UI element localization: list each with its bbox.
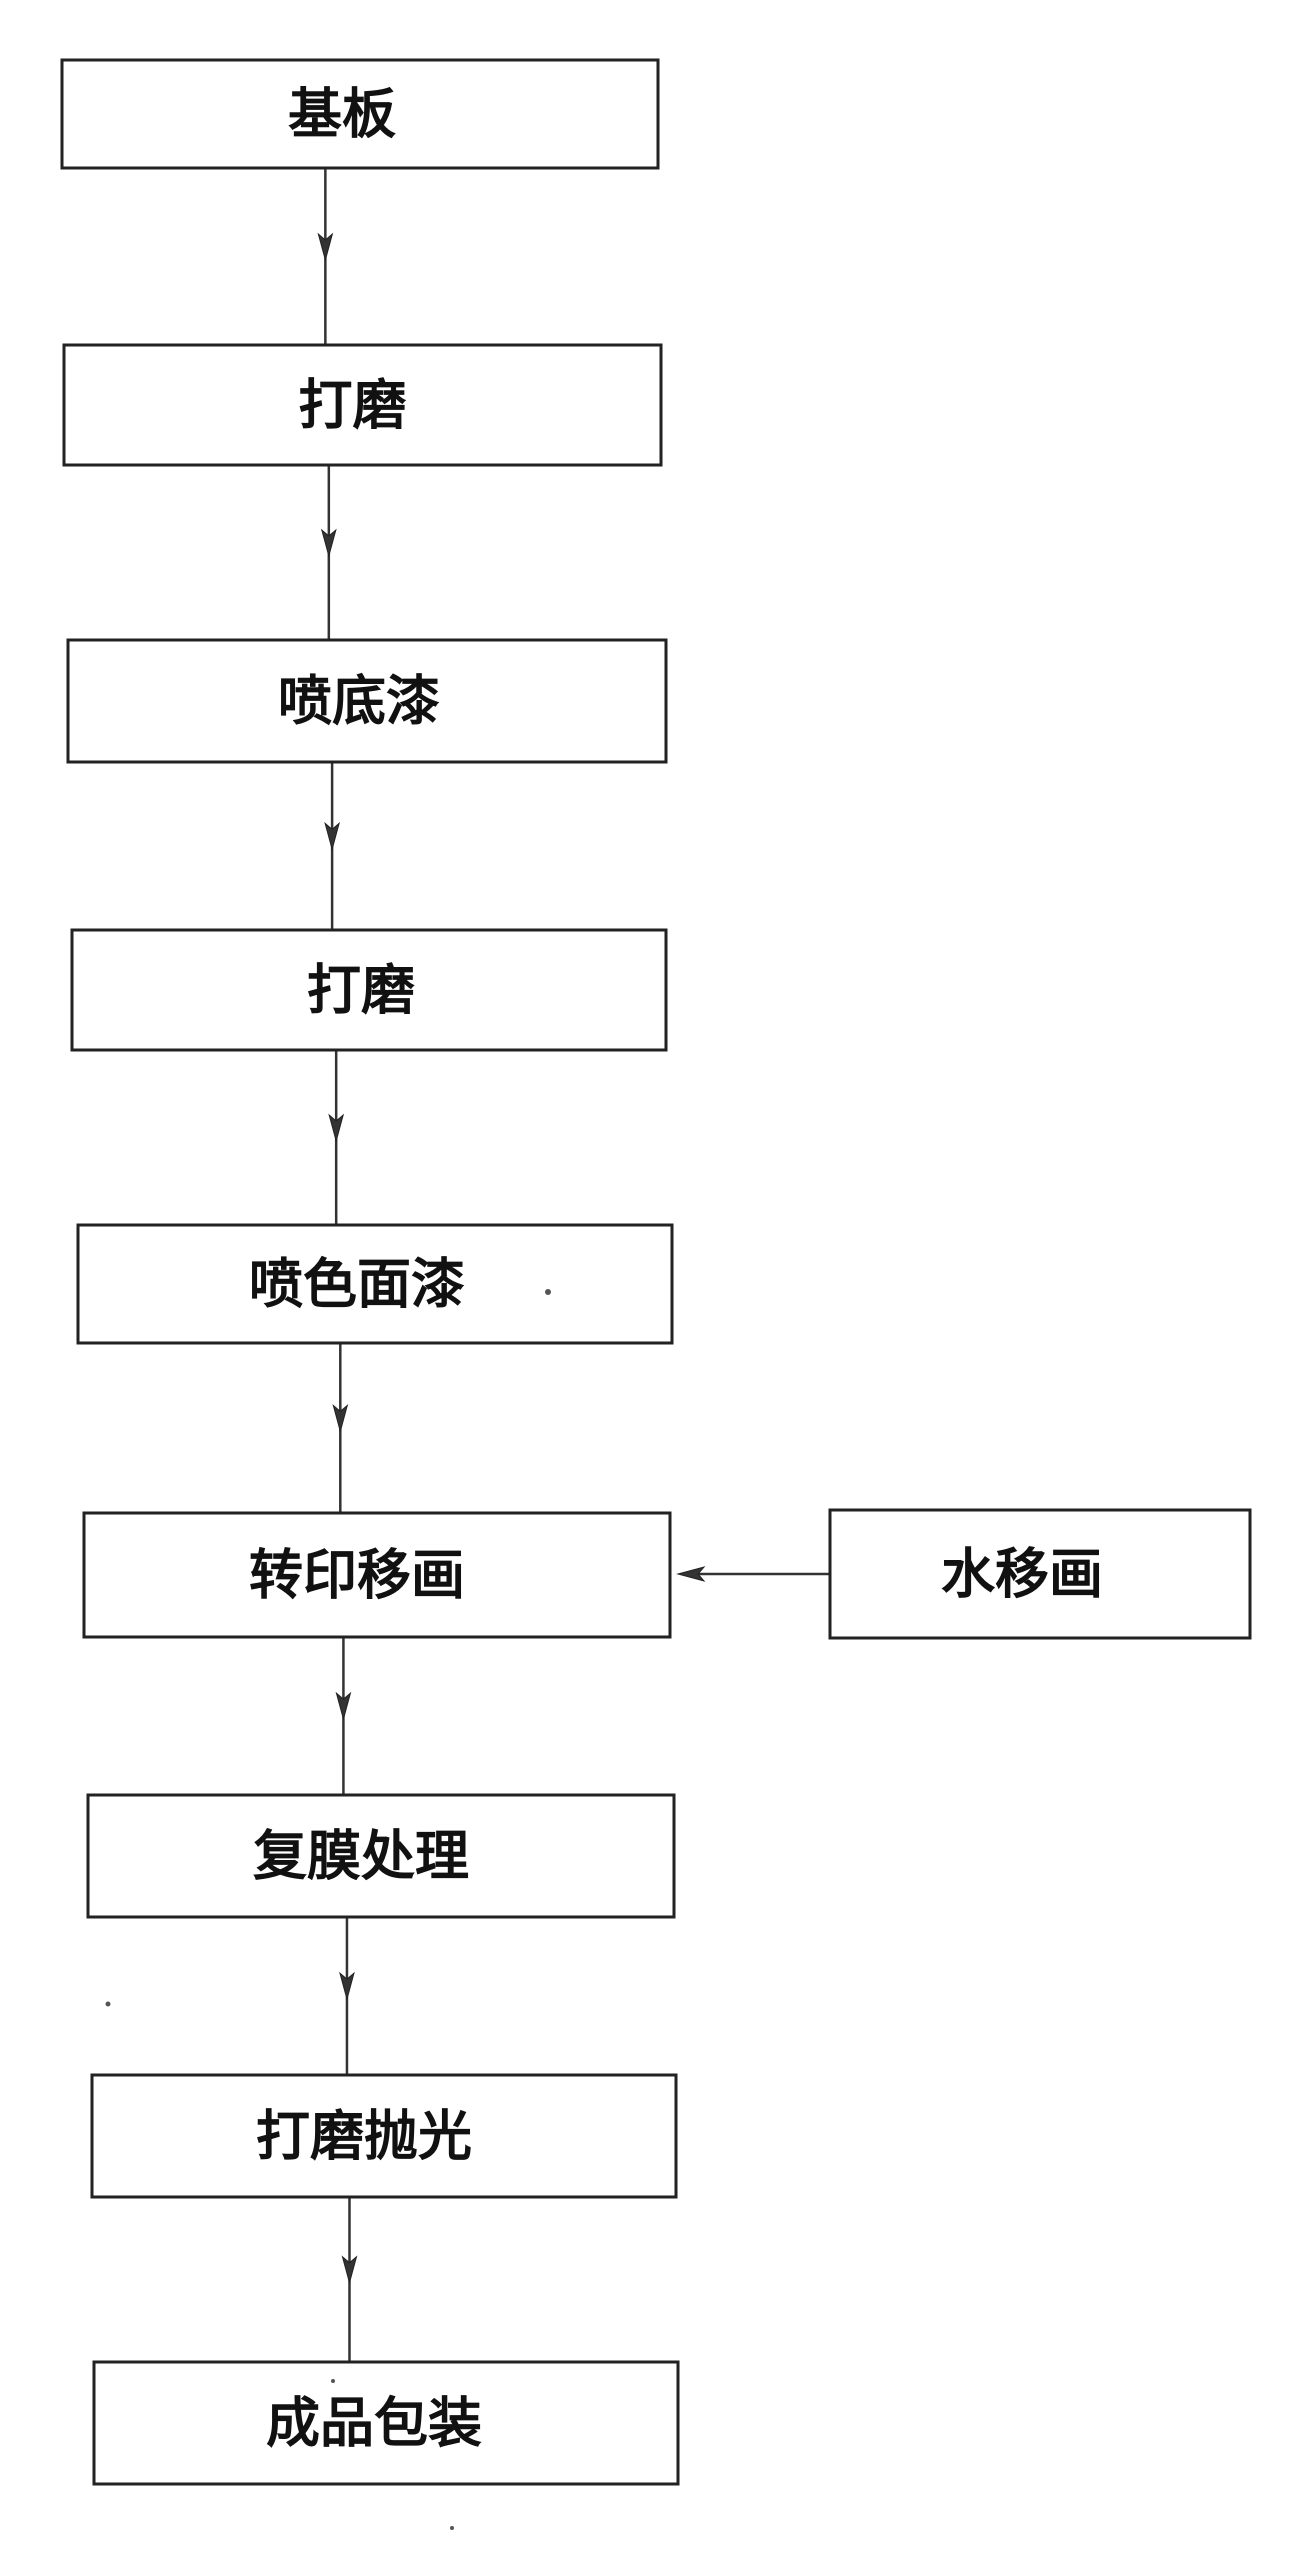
step-substrate: 基板 bbox=[62, 60, 658, 168]
step-lamination: 复膜处理 bbox=[88, 1795, 674, 1917]
step-label: 复膜处理 bbox=[253, 1825, 469, 1888]
step-label: 打磨 bbox=[307, 959, 415, 1022]
step-label: 打磨 bbox=[299, 374, 407, 437]
arrow-sanding-2-to-topcoat-spray bbox=[329, 1050, 343, 1225]
process-steps: 基板打磨喷底漆打磨喷色面漆转印移画复膜处理打磨抛光成品包装水移画 bbox=[62, 60, 1250, 2484]
step-label: 基板 bbox=[288, 83, 396, 146]
step-label: 转印移画 bbox=[249, 1544, 465, 1607]
step-finished-packaging: 成品包装 bbox=[94, 2362, 678, 2484]
arrow-lamination-to-sanding-polishing bbox=[340, 1917, 354, 2075]
step-label: 喷底漆 bbox=[278, 670, 440, 733]
arrow-water-decal-to-decal-transfer bbox=[678, 1567, 830, 1581]
step-label: 打磨抛光 bbox=[256, 2105, 472, 2168]
step-label: 喷色面漆 bbox=[249, 1253, 465, 1316]
arrow-primer-spray-to-sanding-2 bbox=[325, 762, 339, 930]
step-label: 成品包装 bbox=[266, 2392, 482, 2455]
step-label: 水移画 bbox=[941, 1543, 1103, 1606]
step-primer-spray: 喷底漆 bbox=[68, 640, 666, 762]
step-sanding-polishing: 打磨抛光 bbox=[92, 2075, 676, 2197]
arrow-substrate-to-sanding-1 bbox=[318, 168, 332, 345]
step-topcoat-spray: 喷色面漆 bbox=[78, 1225, 672, 1343]
arrow-decal-transfer-to-lamination bbox=[336, 1637, 350, 1795]
arrow-sanding-polishing-to-finished-packaging bbox=[342, 2197, 356, 2362]
step-decal-transfer: 转印移画 bbox=[84, 1513, 670, 1637]
step-sanding-1: 打磨 bbox=[64, 345, 661, 465]
arrow-sanding-1-to-primer-spray bbox=[322, 465, 336, 640]
arrow-topcoat-spray-to-decal-transfer bbox=[333, 1343, 347, 1513]
step-water-decal: 水移画 bbox=[830, 1510, 1250, 1638]
step-sanding-2: 打磨 bbox=[72, 930, 666, 1050]
